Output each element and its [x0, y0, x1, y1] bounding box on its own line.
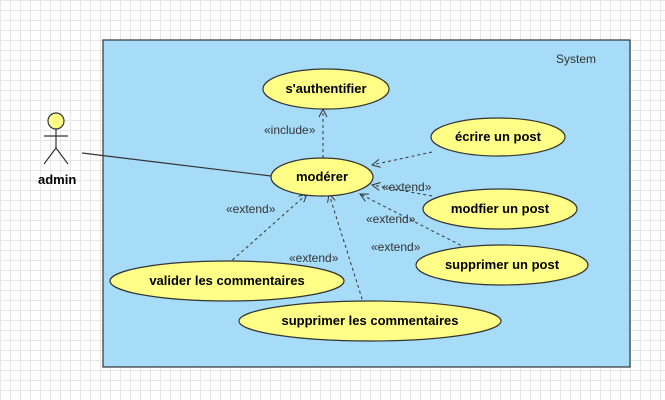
- use-case-authenticate-label: s'authentifier: [285, 81, 366, 96]
- extend-label-supprimer-comments: «extend»: [289, 251, 339, 265]
- actor-leg-left: [43, 147, 57, 165]
- use-case-validate-comments[interactable]: valider les commentaires: [109, 260, 345, 302]
- actor-leg-right: [55, 147, 69, 165]
- extend-edge-ecrire[interactable]: [372, 151, 433, 165]
- use-case-modify-post-label: modfier un post: [451, 201, 550, 216]
- use-case-authenticate[interactable]: s'authentifier: [262, 68, 390, 110]
- system-label: System: [556, 52, 596, 66]
- use-case-moderate-label: modérer: [296, 169, 348, 184]
- extend-label-supprimer-post-b: «extend»: [371, 240, 421, 254]
- use-case-write-post-label: écrire un post: [455, 129, 542, 144]
- extend-edge-supprimer-comments[interactable]: [329, 194, 365, 306]
- use-case-delete-comments-label: supprimer les commentaires: [281, 313, 458, 328]
- extend-label-supprimer-post-a: «extend»: [366, 212, 416, 226]
- actor-head: [47, 112, 65, 130]
- actor-label: admin: [38, 172, 76, 187]
- use-case-modify-post[interactable]: modfier un post: [422, 188, 578, 230]
- include-label: «include»: [264, 123, 316, 137]
- extend-label-modifier: «extend»: [382, 180, 432, 194]
- use-case-write-post[interactable]: écrire un post: [430, 117, 566, 157]
- association-admin-moderer[interactable]: [81, 152, 272, 177]
- actor-admin[interactable]: [43, 112, 69, 165]
- use-case-moderate[interactable]: modérer: [270, 157, 374, 197]
- extend-label-valider: «extend»: [226, 202, 276, 216]
- use-case-delete-post-label: supprimer un post: [445, 257, 560, 272]
- use-case-delete-comments[interactable]: supprimer les commentaires: [238, 300, 502, 342]
- use-case-delete-post[interactable]: supprimer un post: [415, 244, 589, 286]
- use-case-validate-comments-label: valider les commentaires: [149, 273, 304, 288]
- extend-edge-supprimer-post[interactable]: [360, 194, 467, 249]
- extend-edge-modifier[interactable]: [372, 185, 433, 197]
